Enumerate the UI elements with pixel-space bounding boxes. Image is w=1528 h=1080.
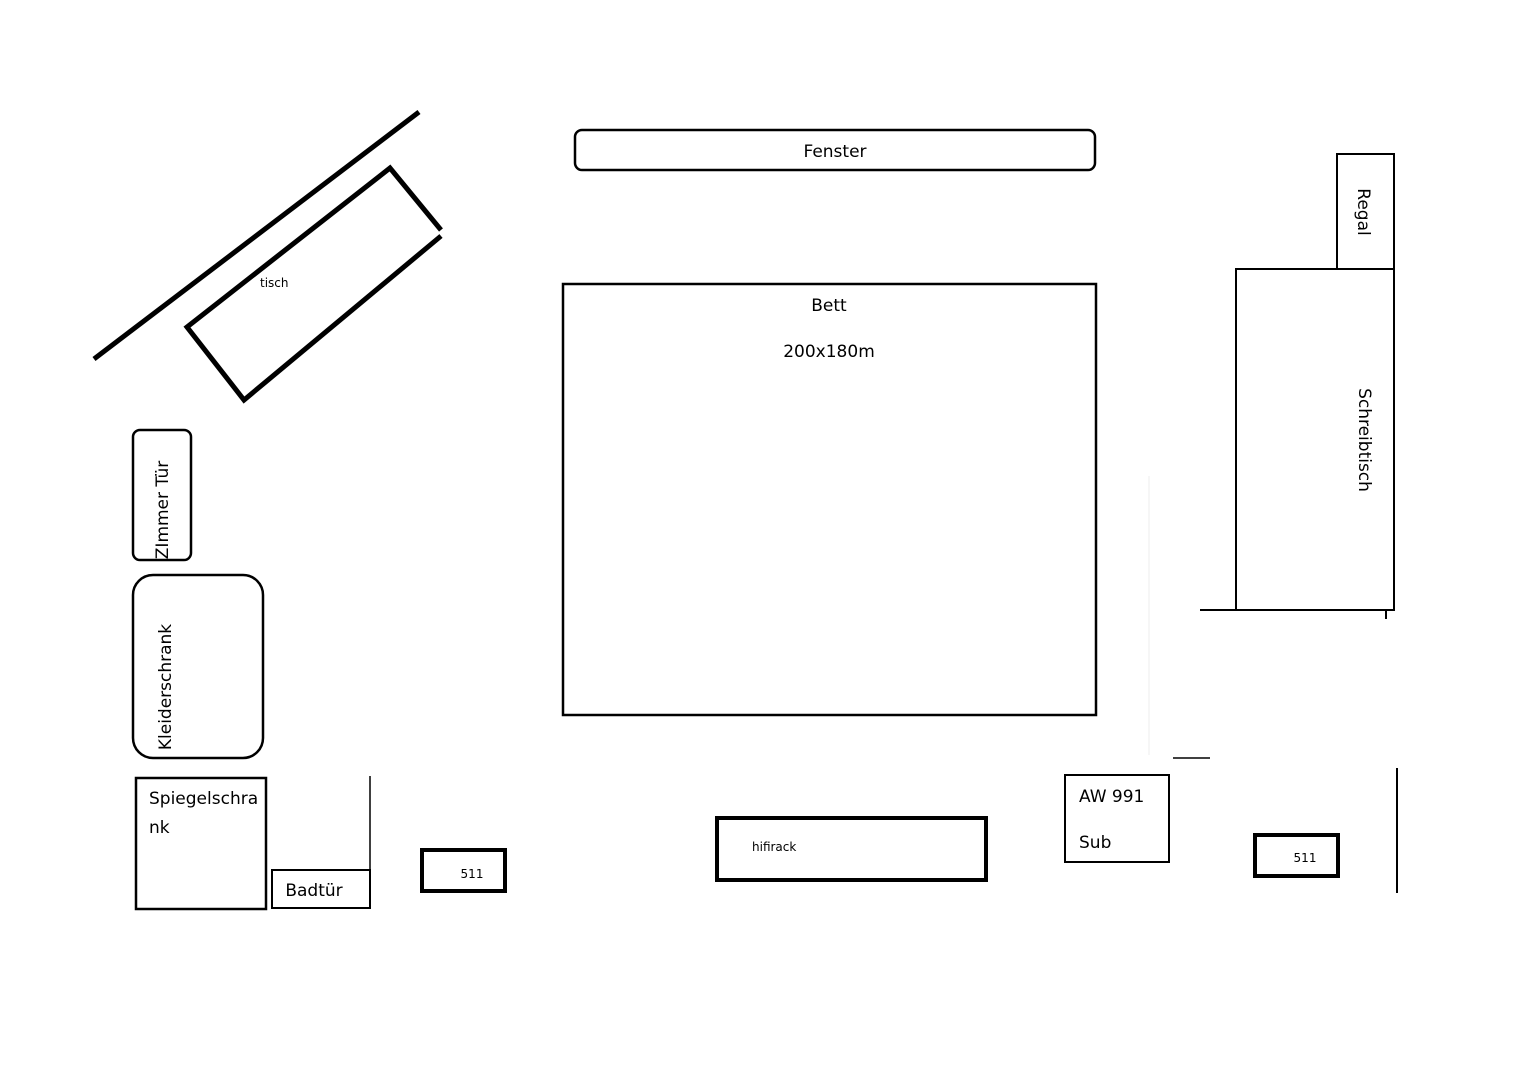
kleiderschrank-label: Kleiderschrank xyxy=(156,624,176,750)
zimmer-tuer-label: ZImmer Tür xyxy=(153,461,173,559)
badtuer-door: Badtür xyxy=(271,776,371,909)
spiegelschrank-label-1: Spiegelschra xyxy=(149,789,258,809)
sub-label-2: Sub xyxy=(1079,833,1111,853)
bett-bed: Bett 200x180m xyxy=(561,282,1098,717)
spiegelschrank-label-2: nk xyxy=(149,818,170,838)
fenster-window: Fenster xyxy=(573,128,1097,172)
regal-shelf: Regal xyxy=(1336,153,1395,270)
zimmer-tuer-door: ZImmer Tür xyxy=(131,428,193,562)
fenster-label: Fenster xyxy=(803,142,866,162)
sub-label-1: AW 991 xyxy=(1079,787,1144,807)
speaker-left: 511 xyxy=(420,848,507,893)
bett-label: Bett xyxy=(811,296,847,316)
bett-size-label: 200x180m xyxy=(783,342,875,362)
diagonal-wall xyxy=(92,110,421,361)
tisch-label: tisch xyxy=(260,276,289,290)
hifirack: hifirack xyxy=(715,816,988,882)
speaker-left-label: 511 xyxy=(461,867,484,881)
spiegelschrank-cabinet: Spiegelschra nk xyxy=(134,776,268,911)
subwoofer: AW 991 Sub xyxy=(1064,774,1170,863)
speaker-right: 511 xyxy=(1253,833,1340,878)
schreibtisch-desk: Schreibtisch xyxy=(1200,268,1395,619)
regal-label: Regal xyxy=(1353,188,1373,235)
speaker-right-label: 511 xyxy=(1294,851,1317,865)
hifirack-label: hifirack xyxy=(752,840,796,854)
kleiderschrank-wardrobe: Kleiderschrank xyxy=(131,573,265,760)
tisch-table: tisch xyxy=(183,164,443,404)
badtuer-label: Badtür xyxy=(285,881,342,901)
schreibtisch-label: Schreibtisch xyxy=(1354,388,1374,492)
